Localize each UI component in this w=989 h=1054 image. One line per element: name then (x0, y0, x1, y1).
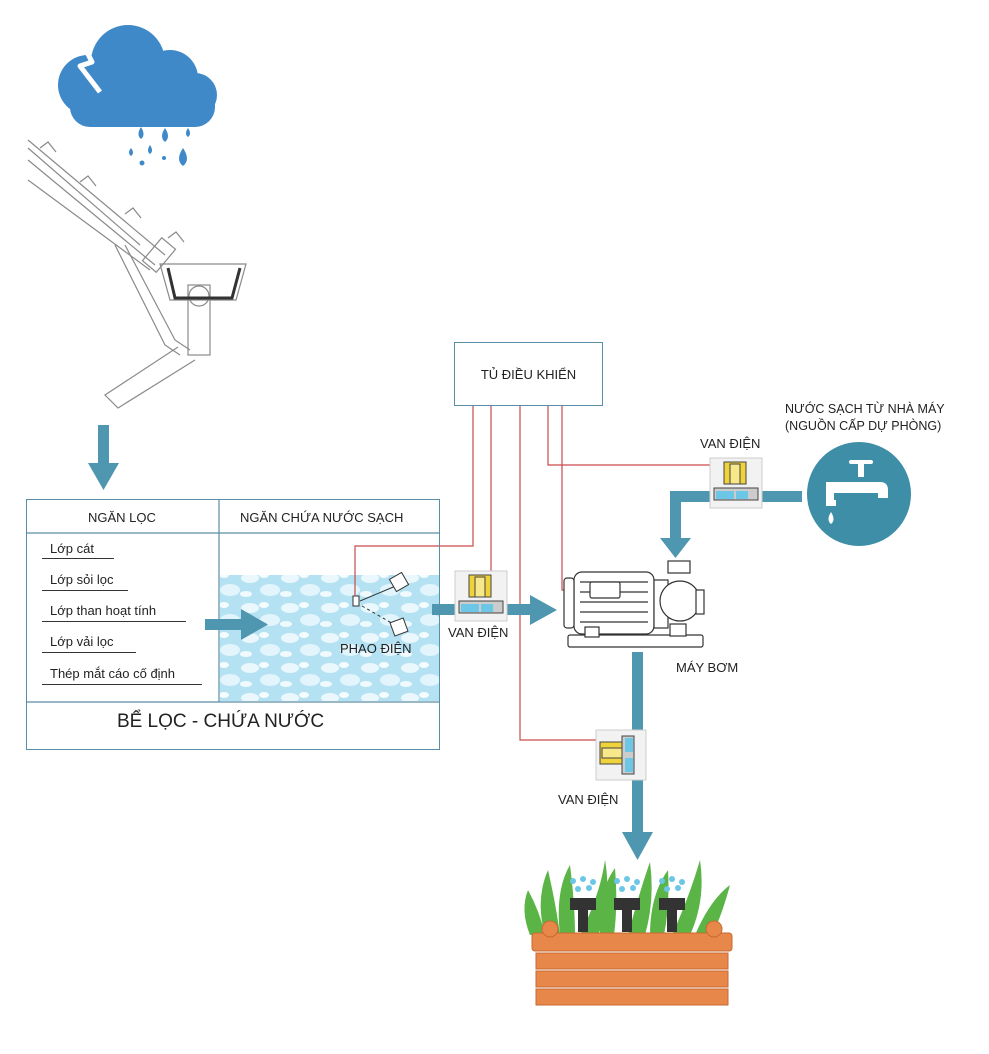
tank-title: BỂ LỌC - CHỨA NƯỚC (116, 711, 325, 732)
float-switch-icon (352, 571, 410, 637)
roof-gutter-icon (27, 139, 247, 409)
irrigation-valve-label: VAN ĐIỆN (558, 792, 619, 807)
float-switch-label: PHAO ĐIỆN (340, 641, 412, 656)
control-wires (354, 406, 720, 741)
control-cabinet: TỦ ĐIỀU KHIỂN (454, 342, 603, 406)
water-source-label-line2: (NGUỒN CẤP DỰ PHÒNG) (785, 419, 942, 433)
filter-storage-tank (26, 499, 440, 750)
planter-icon (524, 860, 733, 1006)
layer-activated-carbon: Lớp than hoạt tính (50, 603, 157, 618)
water-source-label-line1: NƯỚC SẠCH TỪ NHÀ MÁY (785, 402, 945, 416)
layer-filter-cloth: Lớp vải lọc (50, 634, 114, 649)
rain-cloud-icon (58, 25, 217, 166)
control-cabinet-label: TỦ ĐIỀU KHIỂN (480, 366, 577, 382)
clean-water-area (220, 575, 439, 701)
filter-to-clean-arrow (205, 609, 268, 640)
layer-sand: Lớp cát (50, 541, 94, 556)
valve-tank-outlet-icon (454, 570, 508, 622)
valve-source-icon (709, 457, 763, 509)
pump-to-plant-pipe (622, 652, 653, 860)
pump-label: MÁY BƠM (676, 660, 739, 675)
source-valve-label: VAN ĐIỆN (700, 436, 761, 451)
pump-icon (563, 560, 705, 648)
layer-steel-mesh: Thép mắt cáo cố định (50, 666, 176, 681)
clean-compartment-header: NGĂN CHỨA NƯỚC SẠCH (240, 510, 404, 525)
source-to-pump-pipe (660, 491, 802, 558)
layer-gravel: Lớp sỏi lọc (50, 572, 114, 587)
valve-irrigation-icon (595, 729, 647, 781)
filter-compartment-header: NGĂN LỌC (88, 510, 156, 525)
tank-to-pump-pipe (432, 595, 557, 625)
tank-outlet-valve-label: VAN ĐIỆN (448, 625, 509, 640)
water-tap-icon (807, 442, 911, 546)
downflow-arrow (88, 425, 119, 490)
